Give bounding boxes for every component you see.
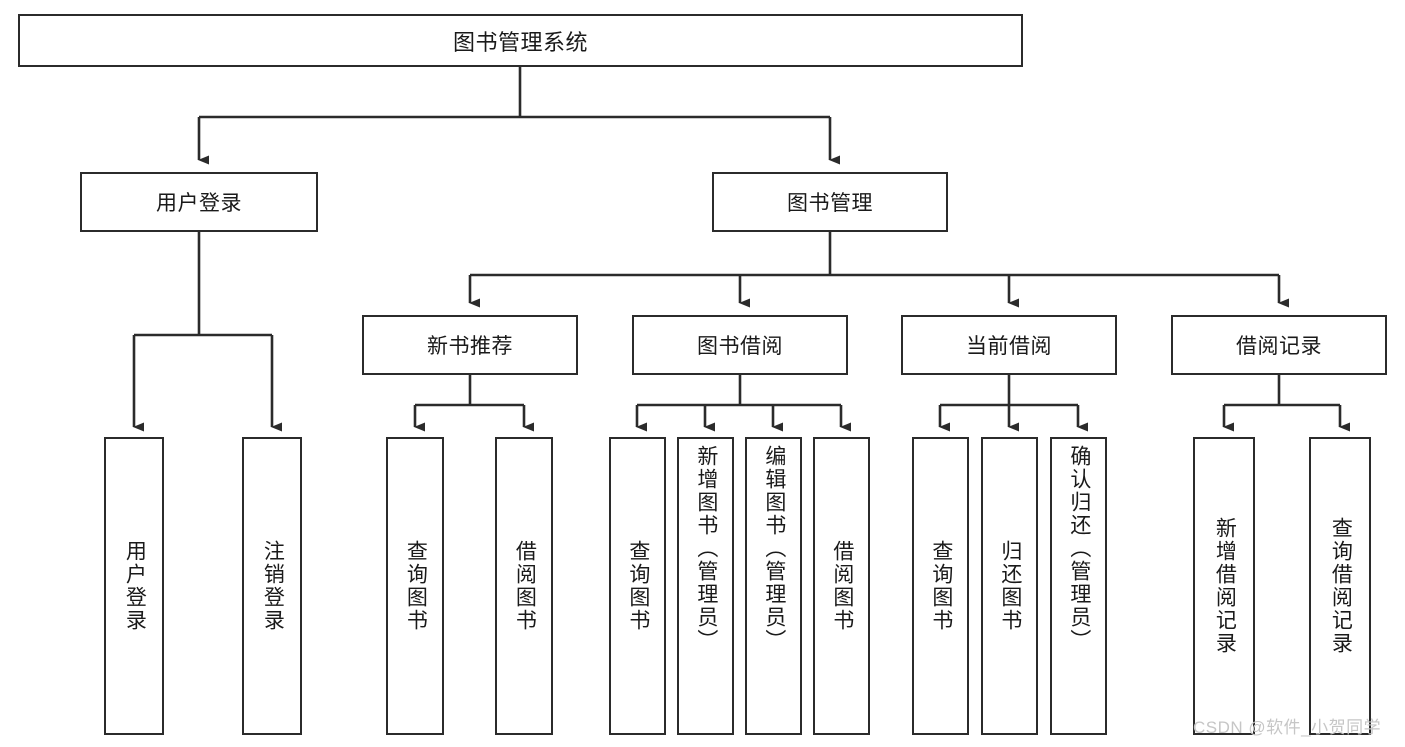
leaf-edit-book-label: 编辑图书（管理员） <box>762 445 786 652</box>
node-book-manage-label: 图书管理 <box>787 192 873 215</box>
leaf-query-book-3-label: 查询图书 <box>929 540 953 632</box>
node-book-borrow[interactable]: 图书借阅 <box>632 315 848 375</box>
leaf-query-book-2[interactable]: 查询图书 <box>609 437 666 735</box>
csdn-watermark: CSDN @软件_小贺同学 <box>1193 718 1382 737</box>
leaf-logout-login[interactable]: 注销登录 <box>242 437 302 735</box>
node-book-manage[interactable]: 图书管理 <box>712 172 948 232</box>
leaf-user-login-label: 用户登录 <box>123 540 147 632</box>
leaf-add-record-label: 新增借阅记录 <box>1213 517 1237 655</box>
leaf-borrow-book-2[interactable]: 借阅图书 <box>813 437 870 735</box>
leaf-query-record[interactable]: 查询借阅记录 <box>1309 437 1371 735</box>
leaf-query-record-label: 查询借阅记录 <box>1329 517 1353 655</box>
node-borrow-record[interactable]: 借阅记录 <box>1171 315 1387 375</box>
leaf-add-book[interactable]: 新增图书（管理员） <box>677 437 734 735</box>
node-new-book-recommend[interactable]: 新书推荐 <box>362 315 578 375</box>
leaf-logout-login-label: 注销登录 <box>261 540 285 632</box>
leaf-add-book-label: 新增图书（管理员） <box>694 445 718 652</box>
leaf-user-login[interactable]: 用户登录 <box>104 437 164 735</box>
leaf-borrow-book-2-label: 借阅图书 <box>830 540 854 632</box>
leaf-query-book-1[interactable]: 查询图书 <box>386 437 444 735</box>
leaf-return-book-label: 归还图书 <box>998 540 1022 632</box>
leaf-edit-book[interactable]: 编辑图书（管理员） <box>745 437 802 735</box>
node-user-login[interactable]: 用户登录 <box>80 172 318 232</box>
leaf-add-record[interactable]: 新增借阅记录 <box>1193 437 1255 735</box>
node-root-label: 图书管理系统 <box>452 29 588 55</box>
node-new-book-recommend-label: 新书推荐 <box>427 335 513 358</box>
node-current-borrow[interactable]: 当前借阅 <box>901 315 1117 375</box>
leaf-confirm-return-label: 确认归还（管理员） <box>1067 445 1091 652</box>
node-borrow-record-label: 借阅记录 <box>1236 335 1322 358</box>
leaf-borrow-book-1-label: 借阅图书 <box>513 540 537 632</box>
leaf-confirm-return[interactable]: 确认归还（管理员） <box>1050 437 1107 735</box>
leaf-query-book-2-label: 查询图书 <box>626 540 650 632</box>
leaf-query-book-1-label: 查询图书 <box>404 540 428 632</box>
node-root[interactable]: 图书管理系统 <box>18 14 1023 67</box>
leaf-query-book-3[interactable]: 查询图书 <box>912 437 969 735</box>
node-user-login-label: 用户登录 <box>156 192 242 215</box>
leaf-borrow-book-1[interactable]: 借阅图书 <box>495 437 553 735</box>
leaf-return-book[interactable]: 归还图书 <box>981 437 1038 735</box>
node-current-borrow-label: 当前借阅 <box>966 335 1052 358</box>
node-book-borrow-label: 图书借阅 <box>697 335 783 358</box>
